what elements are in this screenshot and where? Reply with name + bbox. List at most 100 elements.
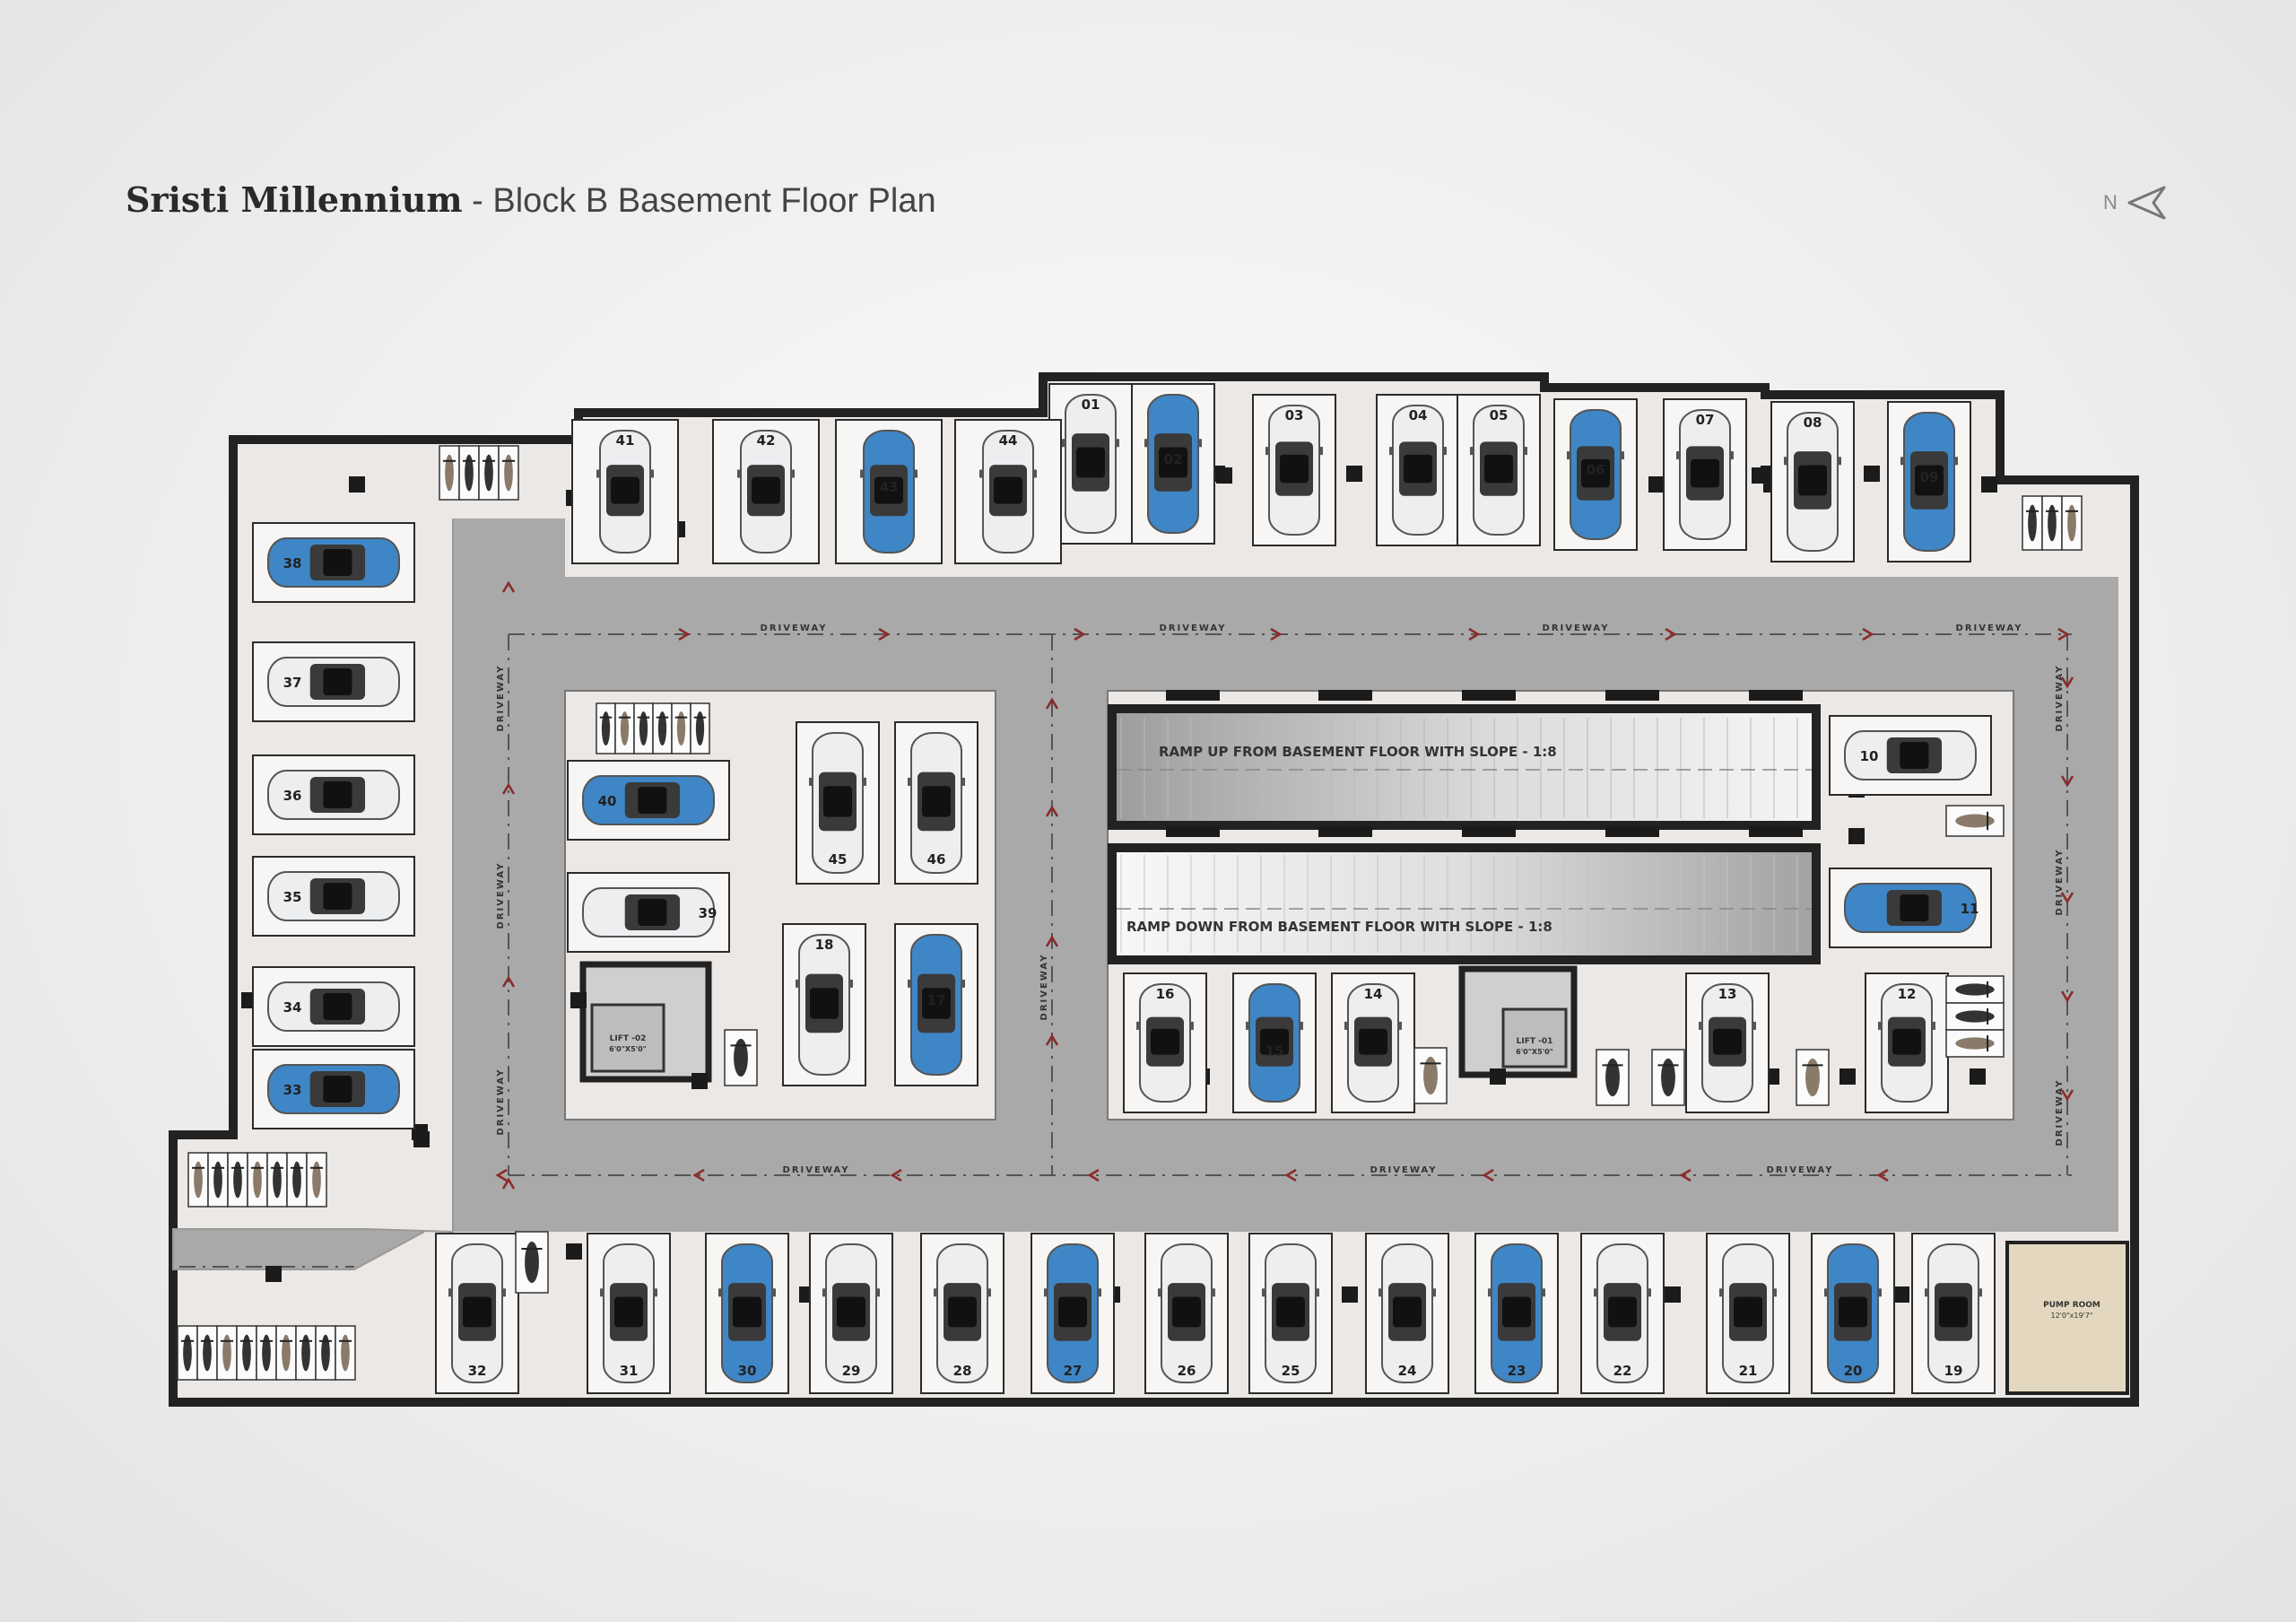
parking-spot-37[interactable]: 37 [252, 641, 415, 722]
parking-spot-41[interactable]: 41 [571, 419, 679, 564]
parking-spot-20[interactable]: 20 [1811, 1233, 1895, 1394]
parking-spot-03[interactable]: 03 [1252, 394, 1336, 546]
direction-arrow-icon [2057, 627, 2070, 641]
parking-spot-21[interactable]: 21 [1706, 1233, 1790, 1394]
car-white [267, 657, 400, 707]
car-white [267, 770, 400, 820]
spot-number-44: 44 [999, 432, 1018, 449]
parking-spot-10[interactable]: 10 [1829, 715, 1992, 796]
motorbike-icon [1420, 1056, 1441, 1095]
north-label: N [2103, 191, 2118, 214]
pump-room [2005, 1241, 2129, 1395]
driveway-label-left-3: DRIVEWAY [496, 1068, 506, 1136]
parking-spot-14[interactable]: 14 [1331, 972, 1415, 1113]
motorbike-icon [279, 1334, 293, 1372]
parking-spot-30[interactable]: 30 [705, 1233, 789, 1394]
car-white [596, 430, 654, 554]
column-7 [1981, 476, 1997, 493]
motorbike-icon [637, 711, 650, 746]
parking-spot-06[interactable]: 06 [1553, 398, 1638, 551]
parking-spot-05[interactable]: 05 [1457, 394, 1541, 546]
parking-spot-17[interactable]: 17 [894, 923, 978, 1086]
column-30 [265, 1266, 282, 1282]
parking-spot-32[interactable]: 32 [435, 1233, 519, 1394]
parking-spot-42[interactable]: 42 [712, 419, 820, 564]
parking-spot-40[interactable]: 40 [567, 760, 730, 841]
parking-spot-28[interactable]: 28 [920, 1233, 1004, 1394]
motorbike-icon [599, 711, 613, 746]
parking-spot-34[interactable]: 34 [252, 966, 415, 1047]
spot-number-03: 03 [1285, 407, 1304, 423]
parking-spot-46[interactable]: 46 [894, 721, 978, 885]
direction-arrow-icon [1482, 1168, 1494, 1182]
driveway-label-bottom-3: DRIVEWAY [1767, 1165, 1834, 1175]
parking-spot-12[interactable]: 12 [1865, 972, 1949, 1113]
car-white [1389, 405, 1447, 536]
motorbike-icon [442, 454, 457, 492]
wall-stub-10 [1749, 826, 1803, 837]
parking-spot-27[interactable]: 27 [1031, 1233, 1115, 1394]
car-white [934, 1243, 991, 1383]
parking-spot-08[interactable]: 08 [1770, 401, 1855, 562]
spot-number-36: 36 [283, 788, 302, 804]
parking-spot-04[interactable]: 04 [1376, 394, 1460, 546]
column-1 [349, 476, 365, 493]
parking-spot-15[interactable]: 15 [1232, 972, 1317, 1113]
parking-spot-23[interactable]: 23 [1474, 1233, 1559, 1394]
parking-spot-09[interactable]: 09 [1887, 401, 1971, 562]
two-wheeler-bay-1 [439, 445, 519, 501]
parking-spot-13[interactable]: 13 [1685, 972, 1770, 1113]
motorbike-icon [1955, 1035, 1995, 1051]
direction-arrow-icon [2060, 676, 2074, 689]
parking-spot-33[interactable]: 33 [252, 1049, 415, 1129]
spot-number-15: 15 [1265, 1043, 1284, 1060]
driveway-label-top-4: DRIVEWAY [1956, 624, 2023, 633]
parking-spot-45[interactable]: 45 [796, 721, 880, 885]
north-arrow-icon [2127, 186, 2166, 220]
parking-spot-44[interactable]: 44 [954, 419, 1062, 564]
lift-02-name: LIFT -02 [610, 1034, 647, 1043]
spot-number-23: 23 [1508, 1363, 1526, 1379]
car-white [1344, 983, 1402, 1103]
car-blue [718, 1243, 776, 1383]
parking-spot-19[interactable]: 19 [1911, 1233, 1996, 1394]
parking-spot-31[interactable]: 31 [587, 1233, 671, 1394]
wall-stub-7 [1318, 826, 1372, 837]
parking-spot-22[interactable]: 22 [1580, 1233, 1665, 1394]
parking-spot-38[interactable]: 38 [252, 522, 415, 603]
parking-spot-07[interactable]: 07 [1663, 398, 1747, 551]
parking-spot-16[interactable]: 16 [1123, 972, 1207, 1113]
motorbike-icon [1955, 1008, 1995, 1025]
parking-spot-02[interactable]: 02 [1131, 383, 1215, 545]
spot-number-30: 30 [738, 1363, 757, 1379]
column-28 [1665, 1286, 1681, 1303]
title-separator: - [462, 182, 493, 220]
parking-spot-39[interactable]: 39 [567, 872, 730, 953]
parking-spot-11[interactable]: 11 [1829, 868, 1992, 948]
parking-spot-35[interactable]: 35 [252, 856, 415, 937]
car-white [1470, 405, 1527, 536]
column-29 [1893, 1286, 1909, 1303]
car-blue [1246, 983, 1303, 1103]
parking-spot-18[interactable]: 18 [782, 923, 866, 1086]
motorbike-icon [656, 711, 669, 746]
two-wheeler-bay-3 [596, 702, 710, 754]
two-wheeler-bay-8 [1945, 975, 2005, 1058]
direction-arrow-icon [692, 1168, 705, 1182]
lift-01-name: LIFT -01 [1517, 1037, 1553, 1046]
spot-number-16: 16 [1156, 986, 1175, 1002]
direction-arrow-icon [678, 627, 691, 641]
driveway [173, 519, 2118, 1269]
parking-spot-25[interactable]: 25 [1248, 1233, 1333, 1394]
parking-spot-26[interactable]: 26 [1144, 1233, 1229, 1394]
direction-arrow-icon [1876, 1168, 1889, 1182]
parking-spot-29[interactable]: 29 [809, 1233, 893, 1394]
parking-spot-36[interactable]: 36 [252, 754, 415, 835]
car-blue [582, 775, 715, 825]
parking-spot-24[interactable]: 24 [1365, 1233, 1449, 1394]
wall-stub-3 [1462, 690, 1516, 701]
direction-arrow-icon [1468, 627, 1481, 641]
wall-stub-9 [1605, 826, 1659, 837]
motorbike-icon [521, 1241, 543, 1284]
parking-spot-43[interactable]: 43 [835, 419, 943, 564]
